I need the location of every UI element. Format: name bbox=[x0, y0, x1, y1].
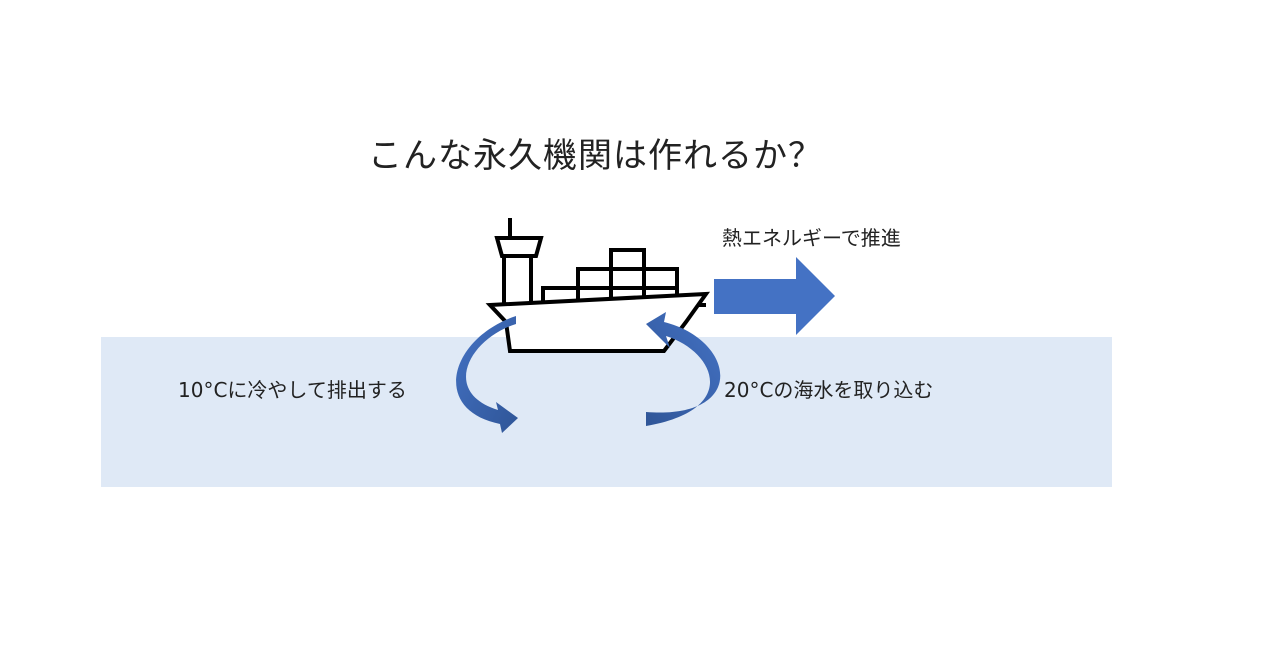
ship-bridge-top bbox=[494, 236, 544, 258]
exhaust-curved-arrow-icon bbox=[456, 316, 518, 433]
intake-label: 20°Cの海水を取り込む bbox=[724, 378, 934, 402]
intake-curved-arrow-icon bbox=[646, 312, 721, 426]
propulsion-label: 熱エネルギーで推進 bbox=[722, 226, 901, 250]
diagram-title: こんな永久機関は作れるか？ bbox=[368, 136, 823, 176]
ship-hull bbox=[485, 291, 711, 353]
sea-area bbox=[101, 337, 1112, 487]
exhaust-label: 10°Cに冷やして排出する bbox=[178, 378, 407, 402]
right-arrow-icon bbox=[714, 257, 835, 335]
container-ship-icon bbox=[485, 218, 711, 353]
ship-bridge-tower bbox=[502, 254, 533, 307]
